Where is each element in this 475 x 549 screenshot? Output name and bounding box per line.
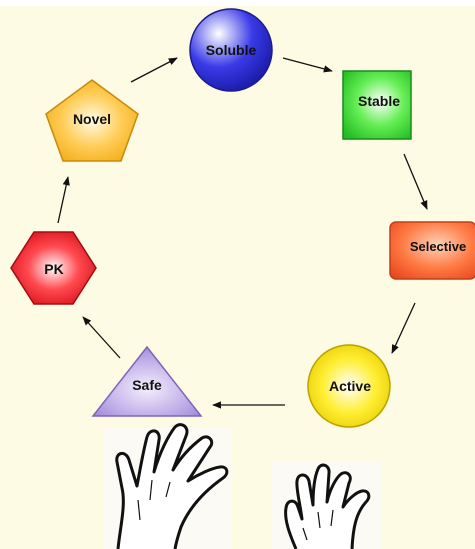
- node-safe: Safe: [91, 345, 203, 417]
- left-hand-icon: [104, 423, 232, 549]
- node-stable-label: Stable: [358, 93, 400, 109]
- node-active: Active: [307, 344, 391, 428]
- edge-stable-to-selective: [403, 153, 428, 210]
- node-pk: PK: [10, 231, 97, 305]
- node-safe-label: Safe: [132, 377, 162, 393]
- node-active-label: Active: [329, 378, 371, 394]
- node-selective-label: Selective: [410, 239, 466, 254]
- node-stable: Stable: [342, 70, 412, 140]
- node-soluble-label: Soluble: [206, 42, 257, 58]
- node-pk-label: PK: [44, 261, 63, 277]
- node-novel-label: Novel: [73, 111, 111, 127]
- edge-soluble-to-stable: [282, 57, 333, 73]
- node-soluble: Soluble: [189, 8, 273, 92]
- edge-selective-to-active: [391, 302, 416, 354]
- edge-novel-to-soluble: [130, 57, 178, 83]
- right-hand-icon: [272, 462, 382, 549]
- diagram-canvas: Soluble Stable Selective Active Safe PK …: [10, 8, 475, 549]
- edge-safe-to-pk: [82, 316, 121, 359]
- node-selective: Selective: [389, 221, 475, 280]
- edge-pk-to-novel: [57, 176, 70, 224]
- node-novel: Novel: [45, 79, 139, 162]
